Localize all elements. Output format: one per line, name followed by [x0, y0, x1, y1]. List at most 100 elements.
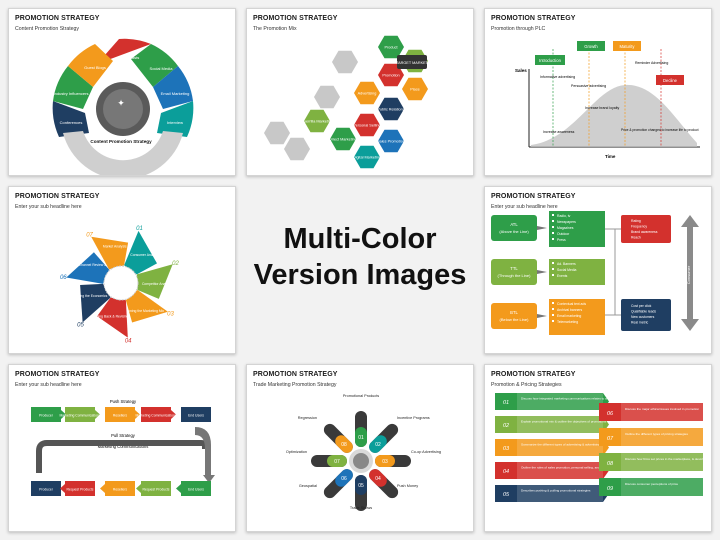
pull-box-1 — [31, 481, 61, 496]
push-box-2 — [65, 407, 95, 422]
line-name-atl: ATL — [510, 222, 518, 227]
left-text-3: Summarize the different types of adverti… — [521, 443, 610, 447]
slide-title: PROMOTION STRATEGY — [491, 193, 576, 200]
content-strategy-wheel: ✦ Content Promotion Strategy Podcasts So… — [52, 38, 194, 175]
slide-thumbnail-6[interactable]: PROMOTION STRATEGY Enter your sub headli… — [8, 364, 236, 532]
pull-label-3: Resellers — [113, 488, 127, 492]
segment-label-5: Conferences — [60, 120, 83, 125]
slide-thumbnail-1[interactable]: PROMOTION STRATEGY Content Promotion Str… — [8, 8, 236, 176]
left-number-2: 02 — [503, 423, 509, 429]
petal-label-1: Promotional Products — [343, 394, 379, 398]
hex-place — [402, 77, 428, 101]
petal-number-2: 02 — [375, 442, 381, 448]
line-item: Magazines — [557, 226, 574, 230]
hex-public-relations-label: Public Relations — [377, 108, 404, 112]
right-text-9: Discuss consumer perceptions of price — [625, 482, 678, 486]
push-label-1: Producer — [39, 414, 54, 418]
plc-chart: Sales Time Introduction Growth Maturity … — [515, 41, 700, 159]
pinwheel-number-7: 07 — [86, 232, 93, 238]
pull-strategy-label: Pull Strategy — [111, 433, 136, 438]
right-text-bar — [621, 478, 703, 496]
petal-6 — [323, 469, 353, 499]
wheel-base — [63, 131, 183, 175]
wheel-center-label: Content Promotion Strategy — [90, 139, 152, 144]
pinwheel-item-2: Competitor Analysis — [142, 282, 172, 286]
pinwheel-number-1: 01 — [136, 226, 143, 232]
note-reminder: Reminder Advertising — [635, 61, 668, 65]
petal-label-8: Regression — [298, 416, 317, 420]
hex-advertising — [354, 81, 380, 105]
right-number-tab — [599, 478, 621, 496]
segment-label-6: Industry Influencers — [54, 91, 89, 96]
hex-product-label: Product — [384, 46, 398, 50]
note-price: Price & promotion changed to increase li… — [621, 128, 699, 132]
left-text-1: Discuss how integrated marketing communi… — [521, 397, 652, 401]
petal-number-7: 07 — [334, 459, 340, 465]
pinwheel-blade-6 — [66, 252, 110, 284]
line-item: Archival banners — [557, 308, 583, 312]
left-text-bar — [517, 485, 603, 502]
slide-thumbnail-7[interactable]: PROMOTION STRATEGY Trade Marketing Promo… — [246, 364, 474, 532]
line-desc-btl: (Below the Line) — [500, 317, 530, 322]
result-top-item: Rating — [631, 219, 641, 223]
result-bottom-item: New customers — [631, 315, 655, 319]
left-number-tab — [495, 462, 517, 479]
left-number-tab — [495, 439, 517, 456]
right-number-tab — [599, 453, 621, 471]
people-icon: ✦ — [117, 98, 125, 108]
wheel-segment-email — [153, 66, 193, 109]
pull-label-1: Producer — [39, 488, 54, 492]
stage-maturity: Maturity — [620, 44, 636, 49]
slide-title: PROMOTION STRATEGY — [15, 371, 100, 378]
slide-thumbnail-5[interactable]: PROMOTION STRATEGY Enter your sub headli… — [484, 186, 712, 354]
pinwheel-blade-7 — [91, 236, 129, 270]
slide-thumbnail-4[interactable]: PROMOTION STRATEGY Enter your sub headli… — [8, 186, 236, 354]
result-top-item: Frequency — [631, 225, 647, 229]
segment-label-2: Social Media — [150, 66, 174, 71]
promotion-mix-hexagons: ProductPricePromotionPlaceAdvertisingPer… — [264, 35, 429, 169]
right-number-7: 07 — [607, 436, 614, 442]
line-desc-ttl: (Through the Line) — [498, 273, 532, 278]
push-label-2: Marketing Communications — [59, 414, 100, 418]
slide-thumbnail-2[interactable]: PROMOTION STRATEGY The Promotion Mix Pro… — [246, 8, 474, 176]
wheel-segment-podcasts — [97, 38, 151, 64]
petal-3 — [375, 455, 411, 467]
result-top-item: Reach — [631, 236, 641, 240]
hex-product — [378, 35, 404, 59]
stage-introduction: Introduction — [539, 58, 562, 63]
left-number-tab — [495, 416, 517, 433]
line-name-btl: BTL — [510, 310, 518, 315]
push-pull-diagram: Push Strategy Pull Strategy Marketing Co… — [31, 399, 215, 496]
hex-guerrilla — [304, 109, 330, 133]
center-heading-line2: Version Images — [253, 259, 467, 291]
petal-number-8: 08 — [341, 442, 347, 448]
center-heading-line1: Multi-Color — [283, 223, 437, 255]
petal-label-4: Push Money — [397, 484, 418, 488]
wheel-segment-social — [131, 44, 178, 87]
hex-guerrilla-label: Guerrilla Marketing — [301, 120, 333, 124]
slide-thumbnail-8[interactable]: PROMOTION STRATEGY Promotion & Pricing S… — [484, 364, 712, 532]
petal-1 — [355, 411, 367, 447]
segment-label-4: Interview — [167, 120, 183, 125]
left-text-4: Outline the roles of sales promotion, pe… — [521, 466, 622, 470]
stage-growth: Growth — [584, 44, 598, 49]
slide-thumbnail-3[interactable]: PROMOTION STRATEGY Promotion through PLC… — [484, 8, 712, 176]
result-top-item: Brand awareness — [631, 230, 658, 234]
pinwheel-item-3: Positioning the Marketing Mix — [120, 309, 165, 313]
consumer-arrow-label: Consumer — [686, 265, 691, 284]
hex-promotion — [378, 63, 404, 87]
result-bottom-item: Cost per click — [631, 304, 652, 308]
slide-subtitle: Content Promotion Strategy — [15, 26, 80, 32]
note-informative: Informative advertising — [540, 75, 575, 79]
line-name-ttl: TTL — [510, 266, 518, 271]
wheel-segment-interview — [157, 101, 194, 137]
y-axis-label: Sales — [515, 68, 527, 73]
gray-hex-1 — [314, 85, 340, 109]
push-strategy-label: Push Strategy — [110, 399, 137, 404]
line-item: Contextual text ads — [557, 302, 586, 306]
wheel-hub-ring — [103, 89, 143, 129]
slide-subtitle: Enter your sub headline here — [491, 204, 558, 210]
